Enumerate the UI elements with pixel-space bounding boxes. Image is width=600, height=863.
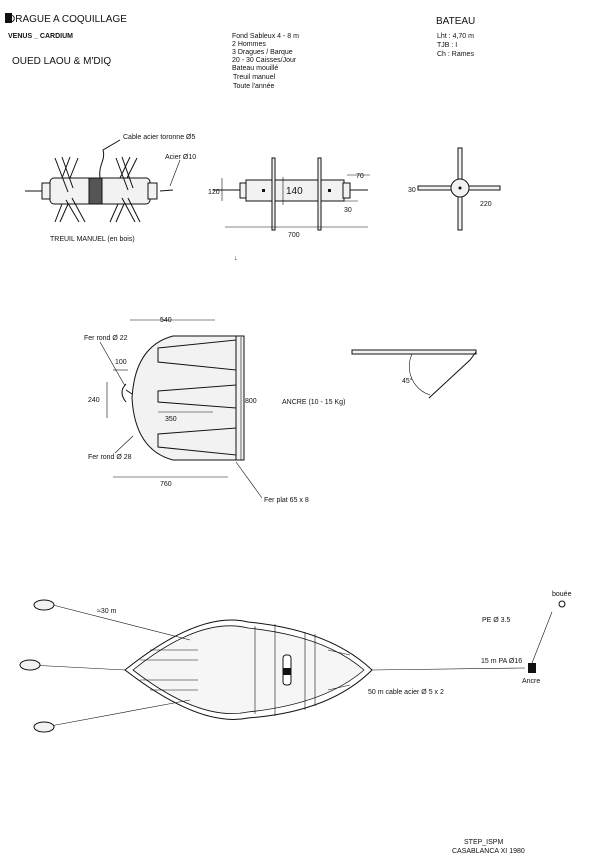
note-line: 3 Dragues / Barque <box>232 49 293 56</box>
winch-side-view: 120 140 70 30 700 <box>208 157 370 239</box>
winch-end-view: 30 220 <box>408 147 501 231</box>
fer-plat-label: Fer plat 65 x 8 <box>264 497 309 504</box>
dredge-plan: 540 100 240 350 800 760 Fer rond Ø 22 Fe… <box>84 317 309 504</box>
note-line: Bateau mouillé <box>232 65 278 72</box>
buoy-line-label: PE Ø 3.5 <box>482 617 511 624</box>
dim-30: 30 <box>344 207 352 214</box>
anchor-drawing: 45° ANCRE (10 - 15 Kg) <box>282 349 477 406</box>
footer-place-date: CASABLANCA XI 1980 <box>452 848 525 855</box>
tow-length-label: ≈30 m <box>97 608 117 615</box>
boat-title: BATEAU <box>436 16 475 27</box>
cable-label: Cable acier toronne Ø5 <box>123 134 195 141</box>
dim-140: 140 <box>286 186 303 197</box>
dim-240: 240 <box>88 397 100 404</box>
note-line: Toute l'année <box>233 83 275 90</box>
axle-label: Acier Ø10 <box>165 154 196 161</box>
dim-700: 700 <box>288 232 300 239</box>
operation-notes: Fond Sableux 4 - 8 m 2 Hommes 3 Dragues … <box>232 33 299 90</box>
end-dim-30: 30 <box>408 187 416 194</box>
boat-spec: TJB : I <box>437 42 457 49</box>
location-label: OUED LAOU & M'DIQ <box>12 56 111 67</box>
drawing-title: DRAGUE A COQUILLAGE <box>8 14 127 25</box>
rigging-anchor-label: Ancre <box>522 678 540 685</box>
end-dim-220: 220 <box>480 201 492 208</box>
boat-spec: Lht : 4,70 m <box>437 33 474 40</box>
angle-label: 45° <box>402 377 413 385</box>
note-line: Treuil manuel <box>233 74 276 81</box>
dim-800: 800 <box>245 398 257 405</box>
dim-540: 540 <box>160 317 172 324</box>
note-line: 20 - 30 Caisses/Jour <box>232 57 297 64</box>
footer-org: STEP_ISPM <box>464 839 503 846</box>
cable-label: 50 m cable acier Ø 5 x 2 <box>368 689 444 696</box>
anchor-label: ANCRE (10 - 15 Kg) <box>282 399 345 406</box>
winch-caption: TREUIL MANUEL (en bois) <box>50 236 135 243</box>
dim-120: 120 <box>208 189 220 196</box>
rope-label: 15 m PA Ø16 <box>481 658 522 665</box>
boat-spec: Ch : Rames <box>437 51 474 58</box>
species-label: VENUS _ CARDIUM <box>8 33 73 40</box>
boat-specs: BATEAU Lht : 4,70 m TJB : I Ch : Rames <box>436 16 475 58</box>
buoy-label: bouée <box>552 591 572 598</box>
ink-smudge <box>5 13 12 23</box>
dim-100: 100 <box>115 359 127 366</box>
fer-rond-28-label: Fer rond Ø 28 <box>88 454 132 461</box>
fer-rond-22-label: Fer rond Ø 22 <box>84 335 128 342</box>
dim-70: 70 <box>356 173 364 180</box>
winch-perspective: Cable acier toronne Ø5 Acier Ø10 TREUIL … <box>25 134 196 243</box>
boat-rigging: ≈30 m 50 m cable acier Ø 5 x 2 15 m PA Ø… <box>19 591 572 733</box>
note-line: Fond Sableux 4 - 8 m <box>232 33 299 40</box>
dim-350: 350 <box>165 416 177 423</box>
page-mark: ↓ <box>234 255 238 262</box>
note-line: 2 Hommes <box>232 41 266 48</box>
dim-760: 760 <box>160 481 172 488</box>
